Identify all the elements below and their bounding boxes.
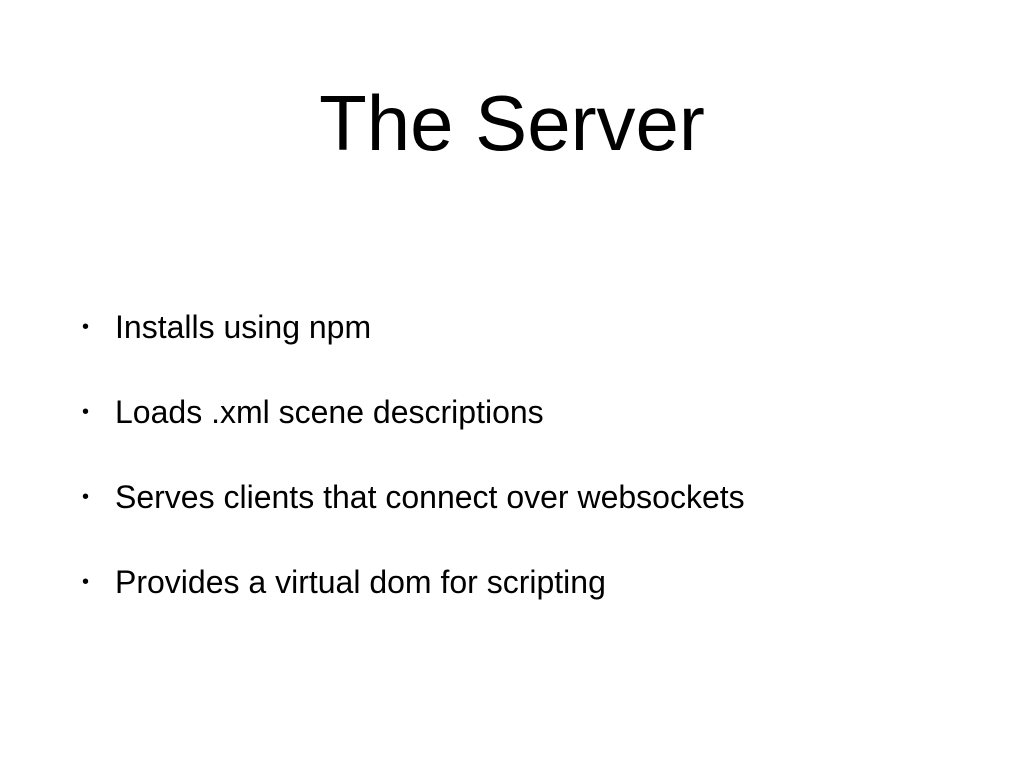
bullet-text: Loads .xml scene descriptions: [115, 394, 544, 430]
bullet-item: • Serves clients that connect over webso…: [0, 477, 960, 517]
bullet-item: • Installs using npm: [0, 307, 960, 347]
slide-title: The Server: [319, 79, 705, 167]
bullet-text: Provides a virtual dom for scripting: [115, 564, 606, 600]
bullet-icon: •: [82, 316, 90, 338]
bullet-text: Installs using npm: [115, 309, 372, 345]
bullet-item: • Provides a virtual dom for scripting: [0, 562, 960, 602]
bullet-icon: •: [82, 571, 90, 593]
bullet-item: • Loads .xml scene descriptions: [0, 392, 960, 432]
bullet-icon: •: [82, 486, 90, 508]
bullet-text: Serves clients that connect over websock…: [115, 479, 745, 515]
bullet-icon: •: [82, 401, 90, 423]
